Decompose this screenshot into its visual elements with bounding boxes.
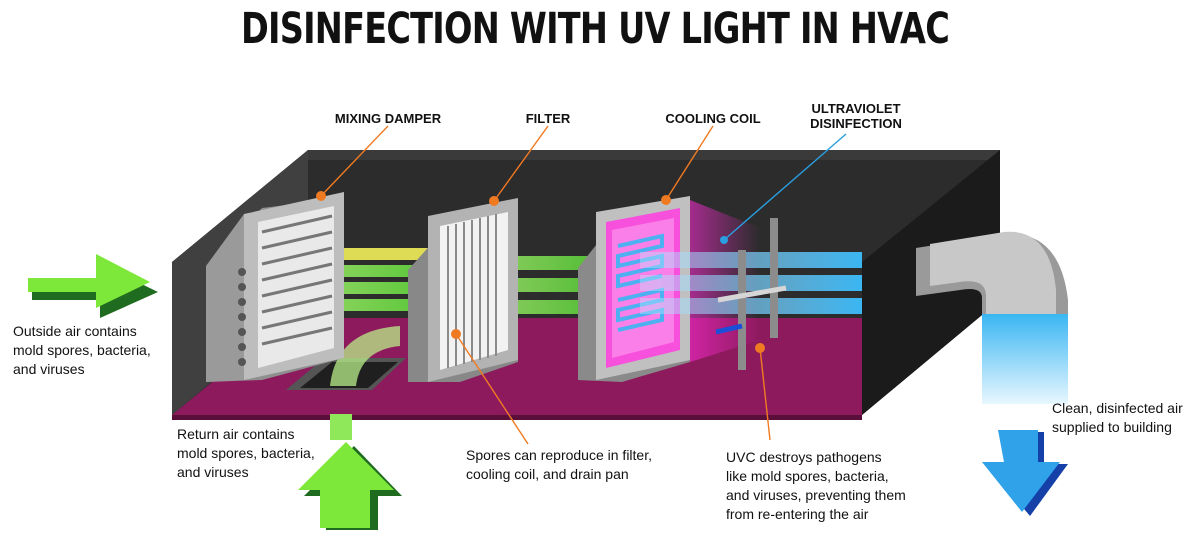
- caption-outside-air: Outside air contains mold spores, bacter…: [13, 322, 151, 379]
- caption-line: from re-entering the air: [726, 506, 869, 522]
- caption-line: mold spores, bacteria,: [177, 445, 315, 461]
- uv-lamp-icon: [715, 218, 787, 370]
- caption-line: supplied to building: [1052, 419, 1172, 435]
- caption-spores: Spores can reproduce in filter, cooling …: [466, 446, 652, 484]
- caption-line: Clean, disinfected air: [1052, 400, 1183, 416]
- label-uv-disinfection: ULTRAVIOLET DISINFECTION: [796, 101, 916, 131]
- caption-line: UVC destroys pathogens: [726, 449, 882, 465]
- caption-line: Spores can reproduce in filter,: [466, 447, 652, 463]
- label-uv-line1: ULTRAVIOLET: [811, 101, 901, 116]
- label-mixing-damper: MIXING DAMPER: [334, 111, 442, 126]
- down-arrow-icon: [982, 430, 1068, 516]
- caption-uvc: UVC destroys pathogens like mold spores,…: [726, 448, 906, 524]
- label-cooling-coil: COOLING COIL: [665, 111, 761, 126]
- elbow-duct-icon: [916, 231, 1068, 404]
- page-title: DISINFECTION WITH UV LIGHT IN HVAC: [240, 4, 950, 54]
- mixing-damper: [206, 191, 344, 382]
- return-air-opening: [286, 326, 406, 390]
- caption-clean-air: Clean, disinfected air supplied to build…: [1052, 399, 1183, 437]
- caption-line: like mold spores, bacteria,: [726, 468, 889, 484]
- caption-line: mold spores, bacteria,: [13, 342, 151, 358]
- label-uv-line2: DISINFECTION: [810, 116, 902, 131]
- caption-line: and viruses: [13, 361, 85, 377]
- caption-line: and viruses: [177, 464, 249, 480]
- right-arrow-icon: [28, 254, 158, 318]
- caption-line: cooling coil, and drain pan: [466, 466, 629, 482]
- label-filter: FILTER: [525, 111, 571, 126]
- up-arrow-icon: [298, 414, 402, 530]
- caption-line: Return air contains: [177, 426, 295, 442]
- caption-line: and viruses, preventing them: [726, 487, 906, 503]
- caption-return-air: Return air contains mold spores, bacteri…: [177, 425, 315, 482]
- caption-line: Outside air contains: [13, 323, 137, 339]
- filter: [408, 196, 518, 382]
- callout-lines: [320, 125, 847, 445]
- clean-airflow: [640, 252, 862, 314]
